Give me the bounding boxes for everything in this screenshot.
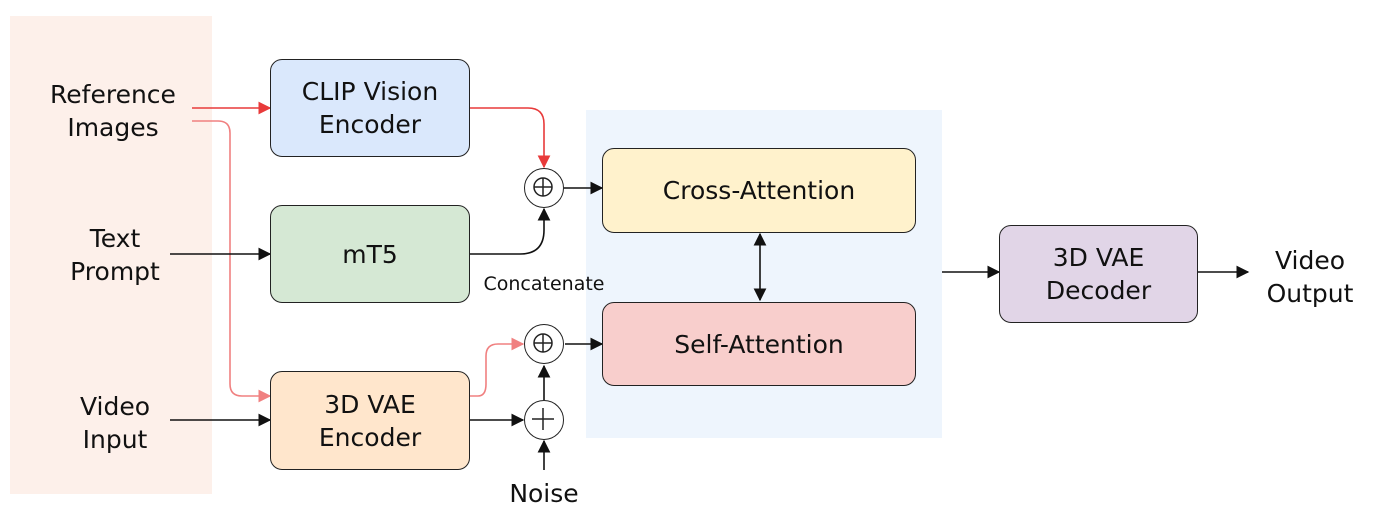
vae-encoder-box: 3D VAE Encoder (270, 371, 470, 470)
video-output-label: Video Output (1266, 246, 1354, 308)
text-prompt-label: Text Prompt (70, 224, 160, 286)
reference-images-label: Reference Images (50, 80, 176, 142)
self-attention-box: Self-Attention (602, 302, 916, 386)
vae-encoder-to-upper-concat-arrow (470, 337, 525, 397)
cross-attention-box: Cross-Attention (602, 148, 916, 233)
vae-decoder-box: 3D VAE Decoder (999, 225, 1198, 323)
concat-operator-icon (524, 168, 564, 208)
concat-operator-icon (524, 324, 564, 364)
concatenate-label: Concatenate (483, 273, 605, 295)
mt5-box: mT5 (270, 205, 470, 303)
inputs-panel (10, 16, 212, 494)
clip-to-concat-arrow (470, 107, 551, 169)
add-operator-icon (524, 400, 564, 440)
clip-vision-encoder-box: CLIP Vision Encoder (270, 59, 470, 157)
ref-to-vae-encoder-arrow (192, 120, 272, 403)
noise-label: Noise (509, 479, 579, 508)
video-input-label: Video Input (79, 392, 151, 454)
mt5-to-concat-arrow (470, 207, 551, 255)
